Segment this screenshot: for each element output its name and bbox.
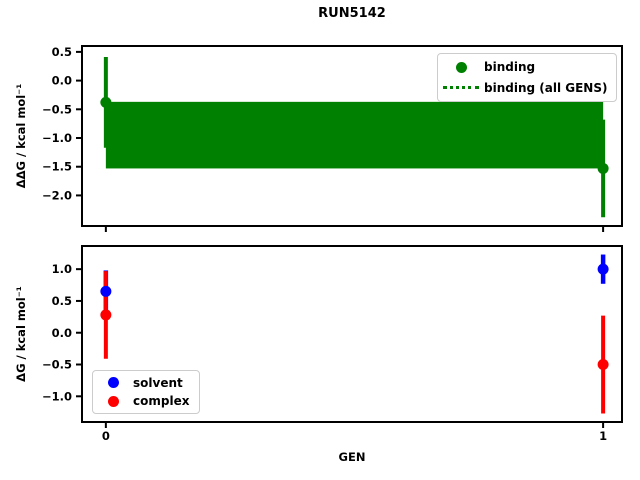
x-tick-label: 1 (599, 429, 607, 443)
dotted-line-icon (443, 86, 479, 90)
y-tick-label: −0.5 (42, 358, 72, 372)
x-axis-label: GEN (338, 450, 366, 464)
bottom-plot-canvas: 1.0 0.5 0.0 −0.5 −1.0 0 1 (42, 245, 623, 443)
marker-complex-gen1 (597, 359, 609, 371)
chart-title: RUN5142 (318, 6, 386, 21)
bottom-legend: solvent complex (92, 370, 200, 414)
binding-dot-icon (455, 61, 467, 73)
top-y-axis-label: ΔΔG / kcal mol⁻¹ (14, 83, 28, 189)
legend-label-binding: binding (484, 60, 536, 75)
band-binding-all-gens (105, 101, 604, 169)
legend-item-solvent: solvent (93, 376, 199, 390)
legend-marker-cell (93, 377, 133, 389)
legend-item-binding: binding (438, 60, 616, 74)
axes-border (81, 45, 623, 227)
legend-item-binding-all-gens: binding (all GENS) (438, 81, 616, 95)
solvent-dot-icon (107, 377, 119, 389)
y-tick-label: 0.0 (52, 74, 72, 88)
x-tick-label: 0 (102, 429, 110, 443)
axes-border (81, 245, 623, 423)
marker-solvent-gen1 (597, 263, 609, 275)
legend-marker-cell (93, 395, 133, 407)
bottom-plot: 1.0 0.5 0.0 −0.5 −1.0 0 1 solvent complex (42, 245, 623, 443)
legend-label-solvent: solvent (133, 375, 183, 390)
y-tick-label: −2.0 (42, 188, 72, 202)
y-tick-label: 0.0 (52, 326, 72, 340)
marker-binding-gen1 (597, 162, 609, 174)
bottom-y-axis-label: ΔG / kcal mol⁻¹ (14, 286, 28, 382)
legend-item-complex: complex (93, 394, 199, 408)
marker-solvent-gen0 (100, 285, 112, 297)
marker-binding-gen0 (100, 96, 112, 108)
y-tick-label: −0.5 (42, 102, 72, 116)
y-tick-label: −1.5 (42, 160, 72, 174)
y-tick-label: −1.0 (42, 131, 72, 145)
legend-marker-cell (438, 61, 484, 73)
legend-label-binding-all-gens: binding (all GENS) (484, 80, 608, 95)
marker-complex-gen0 (100, 309, 112, 321)
legend-label-complex: complex (133, 394, 190, 409)
top-plot: 0.5 0.0 −0.5 −1.0 −1.5 −2.0 binding binding (… (42, 45, 623, 232)
top-plot-canvas: 0.5 0.0 −0.5 −1.0 −1.5 −2.0 (42, 45, 623, 232)
complex-dot-icon (107, 395, 119, 407)
y-tick-label: 1.0 (52, 262, 72, 276)
top-legend: binding binding (all GENS) (437, 53, 617, 102)
y-tick-label: 0.5 (52, 45, 72, 59)
y-tick-label: 0.5 (52, 294, 72, 308)
y-tick-label: −1.0 (42, 389, 72, 403)
legend-marker-cell (438, 86, 484, 90)
